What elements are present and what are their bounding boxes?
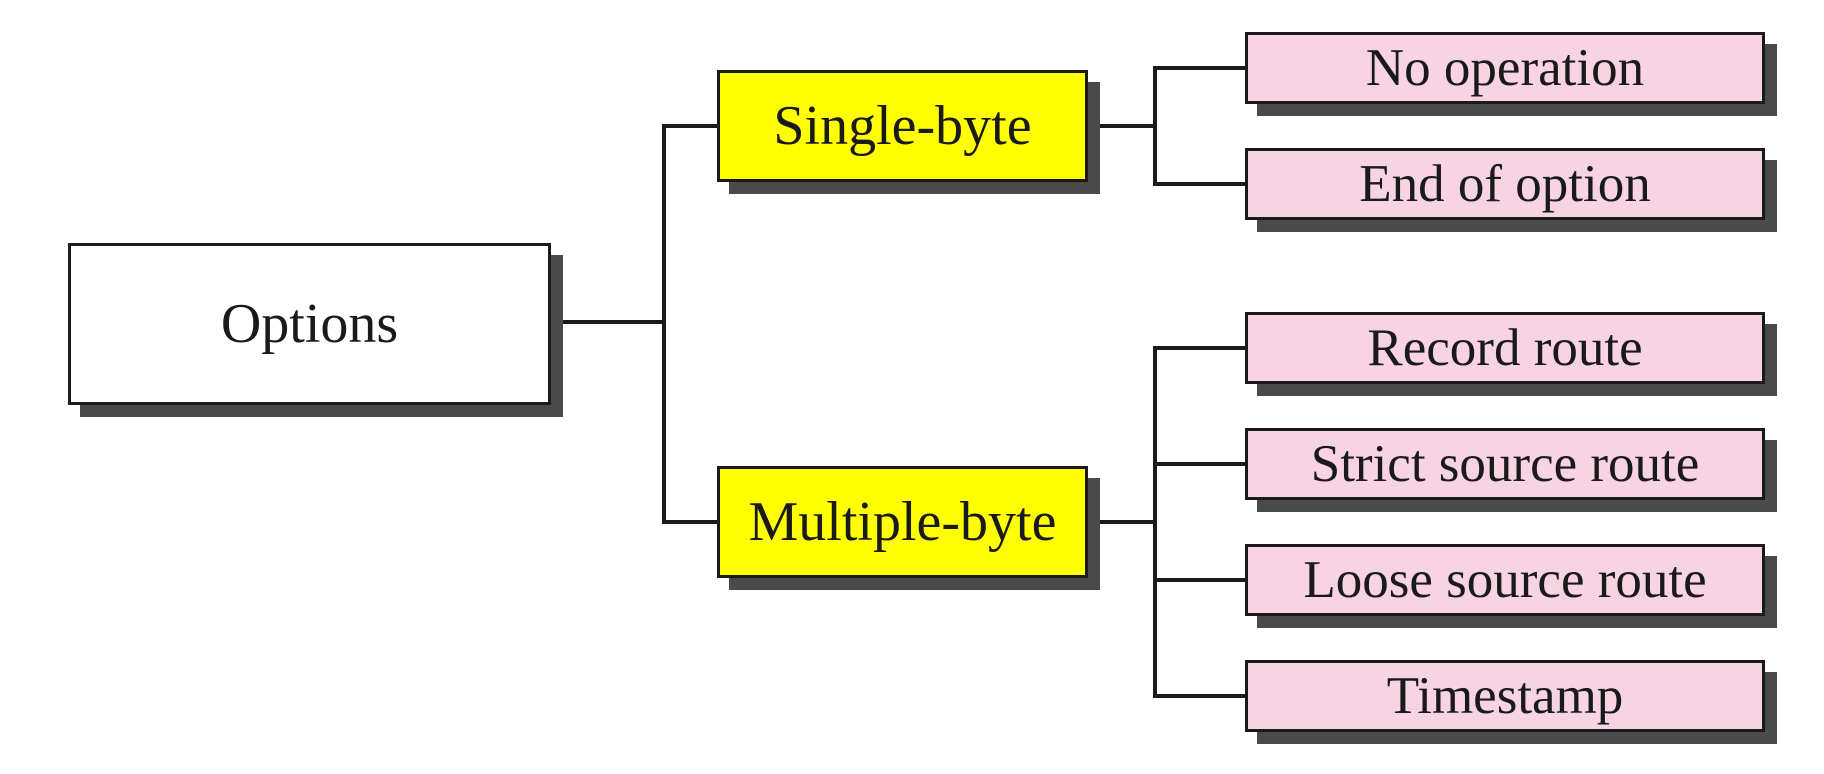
connector-to-timestamp — [1153, 694, 1245, 698]
connector-multi-spine — [1153, 346, 1157, 698]
connector-single-stem — [1088, 124, 1155, 128]
loose-source-route-box: Loose source route — [1245, 544, 1765, 616]
connector-to-strict-source-route — [1153, 462, 1245, 466]
strict-source-route-box: Strict source route — [1245, 428, 1765, 500]
connector-to-single-byte — [662, 124, 717, 128]
multiple-byte-box: Multiple-byte — [717, 466, 1088, 578]
connector-multi-stem — [1088, 520, 1155, 524]
connector-to-end-of-option — [1153, 182, 1245, 186]
connector-to-no-operation — [1153, 66, 1245, 70]
timestamp-box: Timestamp — [1245, 660, 1765, 732]
no-operation-box: No operation — [1245, 32, 1765, 104]
connector-to-loose-source-route — [1153, 578, 1245, 582]
connector-to-record-route — [1153, 346, 1245, 350]
connector-to-multiple-byte — [662, 520, 717, 524]
single-byte-box: Single-byte — [717, 70, 1088, 182]
end-of-option-box: End of option — [1245, 148, 1765, 220]
record-route-box: Record route — [1245, 312, 1765, 384]
connector-root-spine — [662, 124, 666, 524]
options-root-box: Options — [68, 243, 551, 405]
connector-single-spine — [1153, 66, 1157, 186]
connector-root-stem — [551, 320, 664, 324]
